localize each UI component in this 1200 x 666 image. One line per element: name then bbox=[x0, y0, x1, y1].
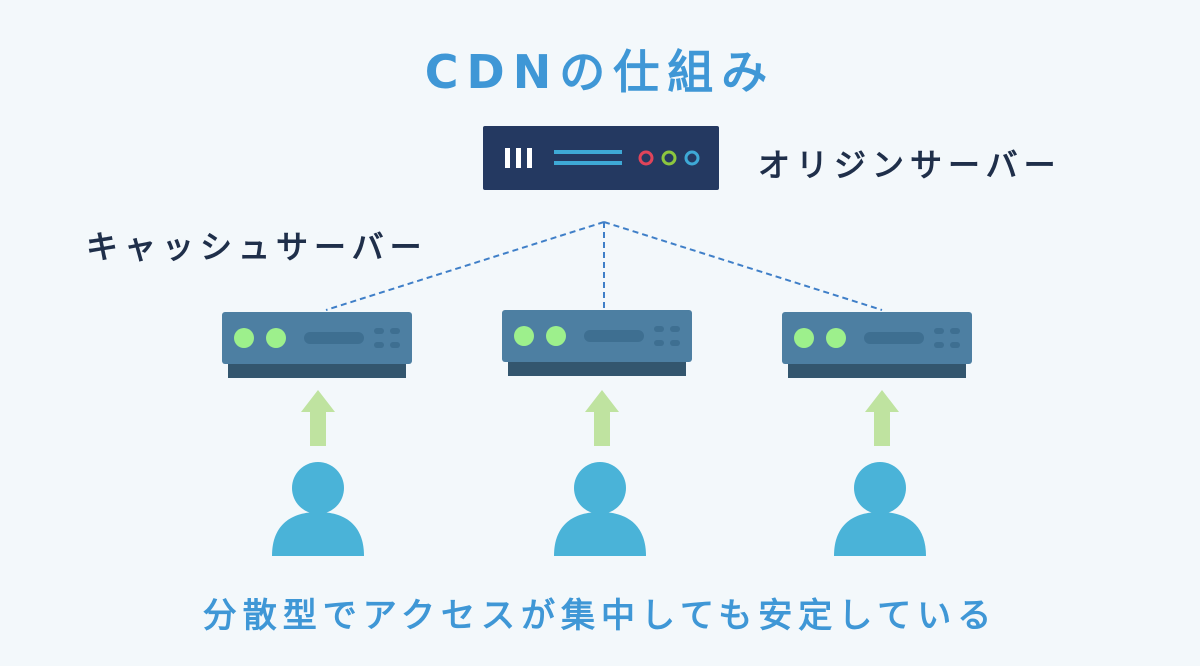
cache-server-vent bbox=[654, 326, 664, 332]
cache-server-slot bbox=[584, 330, 644, 342]
cache-server-3 bbox=[782, 312, 972, 378]
cache-server-base bbox=[788, 362, 966, 378]
cache-server-vent bbox=[390, 328, 400, 334]
cache-server-vent bbox=[670, 340, 680, 346]
cache-server-base bbox=[508, 360, 686, 376]
diagram-title: CDNの仕組み bbox=[424, 45, 776, 99]
origin-server-label: オリジンサーバー bbox=[758, 146, 1062, 184]
cache-server-2 bbox=[502, 310, 692, 376]
cache-server-light-2 bbox=[826, 328, 846, 348]
cache-server-base bbox=[228, 362, 406, 378]
cache-server-vent bbox=[374, 342, 384, 348]
origin-server-dot-blue bbox=[684, 150, 700, 166]
origin-server-bar-2 bbox=[516, 148, 521, 168]
cache-server-light-2 bbox=[266, 328, 286, 348]
cache-server-slot bbox=[304, 332, 364, 344]
origin-server-bar-3 bbox=[527, 148, 532, 168]
user-icon-2 bbox=[554, 462, 646, 556]
cache-server-vent bbox=[670, 326, 680, 332]
origin-server-body bbox=[483, 126, 719, 190]
cache-server-vent bbox=[934, 342, 944, 348]
origin-server-line-1 bbox=[554, 150, 622, 154]
cache-server-1 bbox=[222, 312, 412, 378]
cache-server-label: キャッシュサーバー bbox=[86, 228, 428, 266]
origin-server bbox=[483, 126, 719, 190]
cache-server-light-1 bbox=[234, 328, 254, 348]
up-arrow-2 bbox=[585, 390, 619, 446]
cache-server-vent bbox=[950, 342, 960, 348]
origin-server-line-2 bbox=[554, 161, 622, 165]
cache-server-light-1 bbox=[514, 326, 534, 346]
cache-server-vent bbox=[390, 342, 400, 348]
cache-server-light-2 bbox=[546, 326, 566, 346]
user-icon-3 bbox=[834, 462, 926, 556]
up-arrow-3 bbox=[865, 390, 899, 446]
cache-server-slot bbox=[864, 332, 924, 344]
cache-server-vent bbox=[374, 328, 384, 334]
up-arrow-1 bbox=[301, 390, 335, 446]
connector-right bbox=[603, 221, 883, 311]
connectors bbox=[325, 221, 883, 311]
origin-server-bar-1 bbox=[505, 148, 510, 168]
cache-server-vent bbox=[950, 328, 960, 334]
cache-server-vent bbox=[934, 328, 944, 334]
origin-server-dot-red bbox=[638, 150, 654, 166]
cache-server-vent bbox=[654, 340, 664, 346]
footer-caption: 分散型でアクセスが集中しても安定している bbox=[202, 596, 998, 636]
user-icon-1 bbox=[272, 462, 364, 556]
origin-server-dot-green bbox=[661, 150, 677, 166]
cache-server-light-1 bbox=[794, 328, 814, 348]
connector-left bbox=[325, 221, 605, 311]
